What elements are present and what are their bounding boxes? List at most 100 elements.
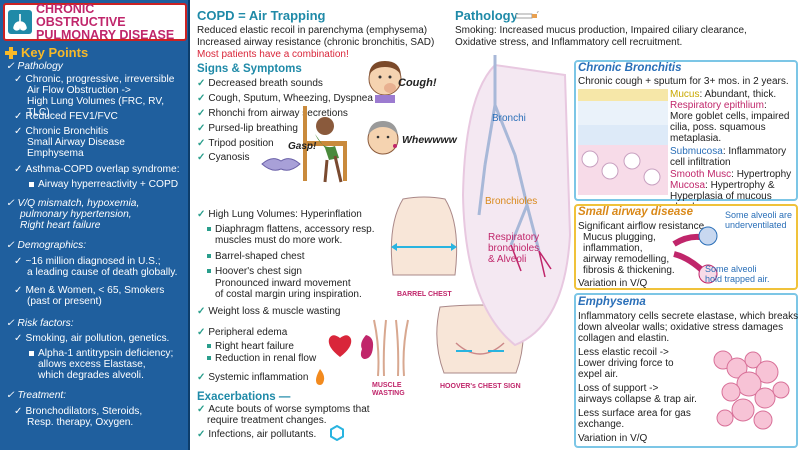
- resp-label-2: bronchioles: [488, 243, 540, 254]
- smooth-muscle-label: Smooth Musc: [670, 169, 732, 180]
- risk-item: ✓Smoking, air pollution, genetics.: [14, 333, 169, 344]
- small-airway-line: airway remodelling,: [583, 254, 670, 265]
- smooth-muscle-text: : Hypertrophy: [731, 169, 792, 180]
- risk-subitem-text: Alpha-1 antitrypsin deficiency;: [38, 348, 174, 359]
- high-lung-item-cont: of costal margin uring inspiration.: [215, 289, 362, 300]
- submucosa-line: Submucosa: Inflammatory: [670, 146, 786, 157]
- bullet-icon: [207, 227, 211, 232]
- check-icon: ✓: [6, 318, 15, 329]
- sign-item-text: Rhonchi from airway secretions: [208, 108, 348, 119]
- check-icon: ✓: [197, 327, 206, 338]
- pathology-label-text: Pathology: [17, 61, 63, 72]
- risk-label: ✓Risk factors:: [6, 318, 74, 329]
- epithelium-text: :: [763, 100, 767, 111]
- trapped-label-2: hold trapped air.: [705, 274, 770, 284]
- tripod-person-icon: [303, 106, 347, 183]
- high-lung-item: Hoover's chest sign: [207, 266, 302, 277]
- bullet-icon: [207, 254, 211, 259]
- epithelium-line: metaplasia.: [670, 133, 722, 144]
- check-icon: ✓: [197, 209, 206, 220]
- plus-icon: [5, 46, 17, 59]
- high-lung-item: Barrel-shaped chest: [207, 251, 305, 262]
- small-airway-heading: Small airway disease: [578, 206, 694, 218]
- emphysema-line: collagen and elastin.: [578, 333, 670, 344]
- high-lung-item-cont: Pronounced inward movement: [215, 278, 351, 289]
- cyanotic-lips-icon: [261, 158, 301, 171]
- weight-loss-item: ✓Weight loss & muscle wasting: [197, 306, 340, 317]
- mucus-line: Mucus: Abundant, thick.: [670, 89, 776, 100]
- check-icon: ✓: [197, 78, 206, 89]
- pathology-item: ✓Chronic, progressive, irreversible: [14, 74, 174, 85]
- exac-item: ✓Infections, air pollutants.: [197, 429, 316, 440]
- sign-item: ✓Tripod position: [197, 138, 274, 149]
- epithelium-line: More goblet cells, impaired: [670, 111, 790, 122]
- copd-line-2: Increased airway resistance (chronic bro…: [197, 37, 435, 48]
- pathology-label: ✓Pathology: [6, 61, 63, 72]
- high-lung-item-cont: muscles must do more work.: [215, 235, 343, 246]
- key-points-panel: CHRONIC OBSTRUCTIVE PULMONARY DISEASE Ke…: [0, 0, 190, 450]
- check-icon: ✓: [14, 111, 23, 122]
- chronic-bronchitis-heading: Chronic Bronchitis: [578, 62, 682, 74]
- edema-text: Peripheral edema: [208, 327, 288, 338]
- exac-item: ✓Acute bouts of worse symptoms that: [197, 404, 370, 415]
- muscle-wasting-legs-icon: [373, 319, 409, 377]
- check-icon: ✓: [14, 256, 23, 267]
- fire-icon: [316, 369, 325, 385]
- pathology-item-cont: Small Airway Disease: [27, 137, 125, 148]
- pathology-item-cont: High Lung Volumes (FRC, RV, TLC).: [27, 96, 165, 119]
- systemic-text: Systemic inflammation: [208, 372, 309, 383]
- check-icon: ✓: [197, 404, 206, 415]
- demographics-label-text: Demographics:: [17, 240, 87, 251]
- cough-label: Cough!: [398, 77, 437, 89]
- pursed-lip-person-icon: [367, 121, 399, 155]
- pathology-item-text: Chronic Bronchitis: [25, 126, 109, 137]
- high-lung-item: Diaphragm flattens, accessory resp.: [207, 224, 375, 235]
- risk-subitem-cont: which degrades alveoli.: [38, 370, 144, 381]
- weight-loss-text: Weight loss & muscle wasting: [208, 306, 341, 317]
- pathology-heading: Pathology: [455, 8, 518, 23]
- pathology-subitem: Airway hyperreactivity + COPD: [29, 179, 178, 190]
- sign-item-text: Cough, Sputum, Wheezing, Dyspnea: [208, 93, 373, 104]
- signs-heading: Signs & Symptoms: [197, 63, 302, 75]
- bullet-icon: [207, 356, 211, 361]
- sign-item-text: Cyanosis: [208, 152, 250, 163]
- mucus-label: Mucus: [670, 89, 700, 100]
- support-line: Loss of support ->: [578, 383, 659, 394]
- mucosa-text: : Hypertrophy &: [705, 180, 775, 191]
- mucosa-line: Mucosa: Hypertrophy &: [670, 180, 775, 191]
- epithelium-label: Respiratory epithlium: [670, 100, 764, 111]
- high-lung-item-text: Diaphragm flattens, accessory resp.: [215, 224, 375, 235]
- treatment-item: ✓Bronchodilators, Steroids,: [14, 406, 142, 417]
- sign-item: ✓Cough, Sputum, Wheezing, Dyspnea: [197, 93, 373, 104]
- submucosa-label: Submucosa: [670, 146, 723, 157]
- emphysema-heading: Emphysema: [578, 296, 646, 308]
- alveoli-cluster-icon: [713, 350, 790, 430]
- risk-subitem-cont: allows excess Elastase,: [38, 359, 146, 370]
- pathology-item: ✓Chronic Bronchitis: [14, 126, 108, 137]
- small-airway-variation: Variation in V/Q: [578, 278, 648, 289]
- small-airway-panel: [574, 204, 798, 290]
- virus-icon: [330, 425, 344, 441]
- check-icon: ✓: [197, 138, 206, 149]
- pathology-line-2: Oxidative stress, and Inflammatory cell …: [455, 37, 683, 48]
- epithelium-line: cilia, poss. squamous: [670, 122, 766, 133]
- pathology-item-cont: Emphysema: [27, 148, 84, 159]
- check-icon: ✓: [14, 164, 23, 175]
- demo-item: ✓Men & Women, < 65, Smokers: [14, 285, 164, 296]
- check-icon: ✓: [14, 126, 23, 137]
- bullet-icon: [29, 181, 34, 187]
- coughing-person-icon: [368, 61, 402, 103]
- bronchioles-label: Bronchioles: [485, 196, 538, 207]
- muscle-label-1: MUSCLE: [372, 382, 402, 389]
- small-airway-line: Mucus plugging,: [583, 232, 656, 243]
- mucosa-label: Mucosa: [670, 180, 706, 191]
- trapped-label-1: Some alveoli: [705, 264, 757, 274]
- sign-item: ✓Rhonchi from airway secretions: [197, 108, 348, 119]
- sign-item-text: Tripod position: [208, 138, 274, 149]
- check-icon: ✓: [197, 429, 206, 440]
- title-line-2: PULMONARY DISEASE: [36, 27, 175, 42]
- pathology-item-text: Chronic, progressive, irreversible: [25, 74, 175, 85]
- bullet-icon: [207, 344, 211, 349]
- treatment-label: ✓Treatment:: [6, 390, 66, 401]
- check-icon: ✓: [14, 333, 23, 344]
